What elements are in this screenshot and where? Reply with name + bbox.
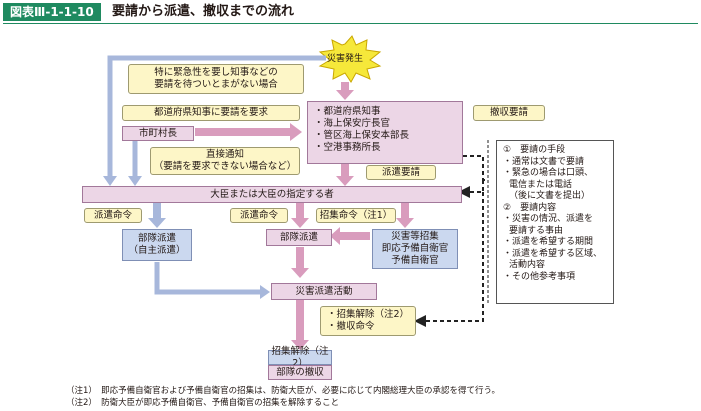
- disaster-label: 災害発生: [326, 54, 363, 64]
- header-rule: [3, 23, 698, 24]
- header: 図表Ⅲ-1-1-10 要請から派遣、撤収までの流れ: [0, 0, 701, 24]
- figure-number: 図表Ⅲ-1-1-10: [3, 3, 101, 21]
- dash-withdraw-request: [463, 155, 488, 181]
- order-dispatch-left: 派遣命令: [84, 208, 142, 223]
- arrow-reserve-to-unit: [330, 227, 370, 245]
- arrow-request-to-minister: [336, 164, 354, 186]
- arrow-mayor-to-requesters: [195, 123, 302, 141]
- unit-auto-dispatch: 部隊派遣 （自主派遣）: [122, 229, 192, 261]
- side-info-heading-content: ② 要請内容: [503, 202, 557, 213]
- unit-auto-line-1: 部隊派遣: [137, 233, 176, 244]
- dash-withdraw-to-release: [414, 192, 484, 327]
- order-call: 招集命令（注1）: [316, 208, 396, 223]
- side-info-box: ① 要請の手段 ・通常は文書で要請 ・緊急の場合は口頭、 電信または電話 （後に…: [496, 140, 614, 304]
- arrow-urgent-dispatch: [107, 55, 326, 178]
- dispatch-request-label: 派遣要請: [366, 165, 436, 180]
- direct-notice-line-1: 直接通知: [205, 149, 244, 160]
- side-info-item: ・通常は文書で要請: [503, 156, 585, 167]
- urgent-note: 特に緊急性を要し知事などの 要請を待ついとまがない場合: [128, 64, 304, 94]
- page-title: 要請から派遣、撤収までの流れ: [112, 4, 295, 19]
- release-order-line-2: ・撤収命令: [327, 321, 375, 332]
- urgent-note-line-2: 要請を待ついとまがない場合: [154, 79, 278, 90]
- arrow-minister-to-auto-unit: [148, 203, 166, 228]
- arrow-disaster-to-requesters: [336, 82, 354, 100]
- direct-notice-line-2: （要請を要求できない場合など）: [153, 161, 297, 172]
- requesters-box: ・都道府県知事 ・海上保安庁長官 ・管区海上保安本部長 ・空港事務所長: [307, 101, 463, 164]
- requester-governor: ・都道府県知事: [314, 106, 381, 117]
- requester-airport: ・空港事務所長: [314, 142, 381, 153]
- reserve-line-2: 即応予備自衛官: [381, 243, 449, 254]
- reserve-box: 災害等招集 即応予備自衛官 予備自衛官: [372, 229, 458, 269]
- request-label: 都道府県知事に要請を要求: [122, 105, 300, 121]
- arrow-unit-to-relief: [291, 247, 309, 278]
- side-info-item: ・派遣を希望する区域、: [503, 248, 603, 259]
- side-info-item: 電信または電話: [509, 179, 573, 190]
- reserve-line-3: 予備自衛官: [391, 255, 439, 266]
- requester-regional-coast-guard: ・管区海上保安本部長: [314, 130, 410, 141]
- arrow-auto-unit-to-relief: [154, 262, 262, 295]
- footnote-1: （注1） 即応予備自衛官および予備自衛官の招集は、防衛大臣が、必要に応じて内閣総…: [66, 386, 500, 396]
- relief-activity: 災害派遣活動: [271, 283, 377, 300]
- arrow-minister-to-unit: [291, 203, 309, 228]
- withdraw-request-label: 撤収要請: [473, 105, 545, 121]
- footnote-2: （注2） 防衛大臣が即応予備自衛官、予備自衛官の招集を解除すること: [66, 398, 340, 408]
- side-info-item: ・その他参考事項: [503, 271, 576, 282]
- mayor-box: 市町村長: [122, 126, 194, 141]
- side-info-item: ・緊急の場合は口頭、: [503, 168, 594, 178]
- arrow-minister-to-reserve: [396, 203, 414, 228]
- side-info-heading-means: ① 要請の手段: [503, 145, 566, 155]
- order-dispatch-mid: 派遣命令: [230, 208, 288, 223]
- side-info-item: 活動内容: [509, 260, 546, 270]
- unit-dispatch: 部隊派遣: [266, 229, 332, 246]
- urgent-note-line-1: 特に緊急性を要し知事などの: [154, 67, 278, 78]
- side-info-item: 要請する事由: [509, 225, 564, 236]
- requester-coast-guard: ・海上保安庁長官: [314, 118, 391, 129]
- dash-info-to-minister: [458, 180, 484, 198]
- final-release: 招集解除（注2）: [268, 346, 332, 369]
- minister-bar: 大臣または大臣の指定する者: [82, 186, 462, 203]
- side-info-item: ・災害の情況、派遣を: [503, 214, 594, 224]
- direct-notice: 直接通知 （要請を要求できない場合など）: [150, 147, 300, 175]
- release-order-line-1: ・招集解除（注2）: [327, 309, 410, 320]
- unit-auto-line-2: （自主派遣）: [128, 245, 186, 256]
- side-info-item: ・派遣を希望する期間: [503, 237, 594, 247]
- reserve-line-1: 災害等招集: [391, 231, 439, 242]
- final-withdraw: 部隊の撤収: [268, 365, 332, 380]
- arrow-relief-to-release: [291, 300, 309, 350]
- side-info-item: （後に文書を提出）: [509, 191, 591, 201]
- disaster-burst: [318, 35, 382, 83]
- release-orders: ・招集解除（注2） ・撤収命令: [320, 306, 416, 336]
